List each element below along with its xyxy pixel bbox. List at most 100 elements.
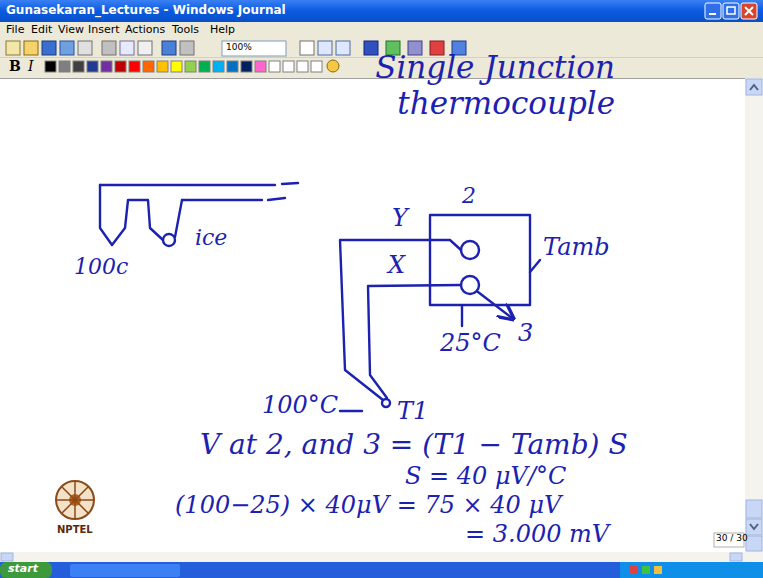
ice-label: ice	[195, 226, 227, 250]
page-area-part	[0, 78, 745, 552]
zoom-value: 100%	[226, 43, 252, 53]
calculation: (100−25) × 40μV = 75 × 40 μV	[175, 492, 561, 518]
wire-label: Y	[392, 205, 408, 231]
toolbar-part	[143, 61, 154, 72]
vertical-scrollbar-part	[746, 536, 762, 551]
thermocouple-sketch-part	[340, 240, 461, 400]
temperature-label: 25°C	[440, 330, 501, 356]
menu-item: View	[58, 24, 84, 36]
toolbar-part	[24, 41, 38, 55]
voltage-equation: V at 2, and 3 = (T1 − Tamb) S	[200, 430, 628, 461]
italic-button: I	[28, 59, 34, 74]
toolbar-part	[318, 41, 332, 55]
nptel-logo-part	[57, 482, 93, 518]
menu-item: File	[6, 24, 24, 36]
toolbar-part	[138, 41, 152, 55]
toolbar-part	[269, 61, 280, 72]
nptel-logo-part	[56, 481, 94, 519]
toolbar-part	[311, 61, 322, 72]
toolbar-part	[129, 61, 140, 72]
toolbar-part	[87, 61, 98, 72]
thermocouple-sketch-part	[100, 184, 275, 186]
thermocouple-sketch-part	[282, 183, 298, 184]
page-area-part	[0, 78, 745, 79]
title-bar-part	[741, 3, 757, 19]
toolbar-part	[59, 61, 70, 72]
title-bar	[0, 0, 763, 22]
temperature-label: 100°C	[262, 392, 338, 418]
thermocouple-sketch-part	[100, 185, 163, 245]
vertical-scrollbar-part	[745, 78, 763, 552]
menu-item: Edit	[31, 24, 52, 36]
terminal-number: 3	[518, 320, 533, 346]
result: = 3.000 mV	[465, 521, 609, 547]
vertical-scrollbar-part	[746, 79, 762, 95]
thermocouple-sketch-part	[461, 306, 463, 326]
ambient-label: Tamb	[543, 234, 610, 260]
menu-bar	[0, 22, 763, 38]
thermocouple-sketch-part	[268, 198, 285, 200]
thermocouple-sketch-part	[461, 241, 479, 259]
vertical-scrollbar-part	[750, 85, 758, 90]
vertical-scrollbar-part	[746, 500, 762, 518]
title-bar-part	[745, 7, 753, 15]
thermocouple-sketch-part	[430, 215, 530, 305]
taskbar-part	[620, 562, 763, 578]
toolbar-part	[171, 61, 182, 72]
thermocouple-sketch-part	[182, 199, 262, 201]
toolbar-part	[6, 41, 20, 55]
bold-button: B	[9, 59, 21, 74]
title-bar-part	[0, 0, 763, 22]
horizontal-scrollbar	[0, 552, 763, 562]
taskbar-part	[0, 562, 52, 578]
toolbar-part	[60, 41, 74, 55]
menu-bar-part	[0, 22, 763, 38]
title-bar-part	[709, 13, 716, 15]
menu-item: Tools	[172, 24, 199, 36]
horizontal-scrollbar-part	[0, 552, 763, 562]
toolbar-part	[185, 61, 196, 72]
page-area	[0, 78, 745, 552]
toolbar-part	[102, 41, 116, 55]
toolbar-part	[42, 41, 56, 55]
menu-item: Insert	[88, 24, 120, 36]
start-button: start	[8, 563, 38, 575]
title-bar-part	[723, 3, 739, 19]
toolbar-part	[73, 61, 84, 72]
thermocouple-sketch-part	[175, 200, 182, 237]
taskbar	[0, 562, 763, 578]
toolbar-part	[327, 60, 339, 72]
thermocouple-sketch	[100, 183, 540, 411]
nptel-logo	[56, 481, 94, 519]
menu-item: Help	[210, 24, 235, 36]
taskbar-part	[630, 566, 638, 574]
horizontal-scrollbar-part	[730, 553, 742, 561]
temperature-label: 100c	[74, 255, 128, 279]
toolbar-part	[115, 61, 126, 72]
page-number: 30 / 30	[716, 534, 748, 544]
toolbar-part	[336, 41, 350, 55]
toolbar-part	[222, 41, 286, 56]
toolbar-part	[101, 61, 112, 72]
title-bar-part	[727, 7, 735, 14]
thermocouple-sketch-part	[340, 410, 362, 412]
taskbar-part	[642, 566, 650, 574]
heading: Single Junction thermocouple	[320, 50, 615, 121]
toolbar-part	[241, 61, 252, 72]
sensitivity-note: S = 40 μV/°C	[405, 463, 566, 489]
toolbar-part	[283, 61, 294, 72]
toolbar-part	[120, 41, 134, 55]
vertical-scrollbar-part	[746, 519, 762, 535]
window-title: Gunasekaran_Lectures - Windows Journal	[6, 4, 286, 17]
thermocouple-sketch-part	[530, 260, 540, 272]
toolbar-part	[255, 61, 266, 72]
taskbar-part	[654, 566, 662, 574]
toolbar-part	[180, 41, 194, 55]
menu-item: Actions	[125, 24, 165, 36]
logo-text: NPTEL	[57, 524, 93, 535]
toolbar-part	[297, 61, 308, 72]
toolbar-part	[199, 61, 210, 72]
toolbar-part	[227, 61, 238, 72]
